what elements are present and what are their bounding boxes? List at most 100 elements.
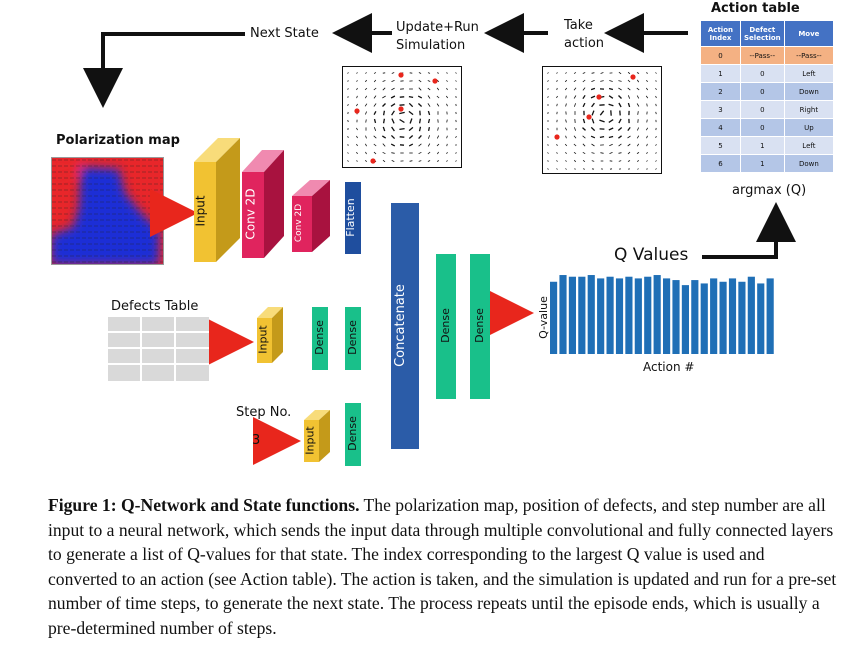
polarization-map-image [51, 157, 164, 265]
conv2d-2-block [292, 180, 330, 252]
conv2-label: Conv 2D [294, 203, 305, 243]
input-map-label: Input [193, 195, 208, 227]
q-value-bar [728, 278, 737, 354]
table-cell: 0 [739, 82, 785, 101]
dense-defects-2-block [345, 307, 361, 370]
dense-s-label: Dense [345, 416, 359, 451]
action-index-header: Action Index [700, 20, 741, 47]
table-cell: 1 [739, 136, 785, 155]
input-step-label: Input [303, 426, 317, 455]
dense-d1-label: Dense [312, 320, 326, 355]
q-value-bar [710, 278, 718, 354]
action-table-title: Action table [711, 1, 800, 16]
table-row: 0--Pass----Pass-- [700, 46, 835, 65]
defects-table-title: Defects Table [111, 299, 199, 314]
dense-defects-1-block [312, 307, 328, 370]
table-cell: Down [783, 154, 835, 173]
update-run-label-1: Update+Run [396, 20, 479, 35]
dense-concat-1-block [436, 254, 456, 399]
q-value-bar [634, 278, 642, 354]
caption-bold: Figure 1: Q-Network and State functions. [48, 495, 360, 515]
next-state-label: Next State [250, 26, 319, 41]
table-cell: 2 [700, 82, 741, 101]
table-cell: Down [783, 82, 835, 101]
q-value-bar [719, 281, 727, 354]
q-value-bar [672, 280, 680, 354]
simulation-field-panel [342, 66, 462, 168]
concatenate-block [391, 203, 419, 449]
input-defects-block [257, 307, 283, 363]
dense-c2-label: Dense [472, 308, 486, 343]
figure-caption: Figure 1: Q-Network and State functions.… [48, 493, 838, 641]
take-action-label-2: action [564, 36, 605, 51]
take-action-label-1: Take [564, 18, 593, 33]
q-value-bar [691, 280, 699, 354]
q-values-title: Q Values [614, 245, 689, 265]
polarization-map-title: Polarization map [56, 133, 180, 148]
q-value-bar [606, 276, 614, 354]
table-cell: 4 [700, 118, 741, 137]
q-value-bar [568, 276, 576, 354]
action-table: Action Index Defect Selection Move 0--Pa… [700, 20, 835, 173]
q-value-bar [597, 278, 605, 354]
step-no-label: Step No. [236, 405, 292, 420]
dense-step-block [345, 403, 361, 466]
defect-selection-header: Defect Selection [739, 20, 785, 47]
table-cell: 6 [700, 154, 741, 173]
table-cell: 1 [739, 154, 785, 173]
q-value-bar [681, 285, 689, 354]
table-cell: 3 [700, 100, 741, 119]
q-value-bar [747, 276, 755, 354]
table-cell: 0 [739, 100, 785, 119]
q-value-bar [653, 275, 661, 354]
q-value-bar [615, 278, 624, 354]
next-state-arrow [83, 32, 245, 108]
table-cell: 0 [739, 64, 785, 83]
q-value-bar [578, 276, 586, 354]
table-cell: --Pass-- [783, 46, 835, 65]
action-field-panel [542, 66, 662, 174]
table-cell: 0 [700, 46, 741, 65]
step-value: 3 [252, 433, 261, 448]
input-map-block [194, 138, 240, 262]
table-cell: Left [783, 64, 835, 83]
q-value-bar [550, 281, 558, 354]
dense-concat-2-block [470, 254, 490, 399]
q-to-argmax-arrow [702, 202, 796, 259]
dense-d2-label: Dense [345, 320, 359, 355]
vector-field-image [547, 71, 657, 170]
q-value-bar [587, 275, 595, 354]
concat-label: Concatenate [392, 284, 408, 367]
defects-table-grid [108, 317, 209, 381]
vector-field-image [347, 72, 457, 164]
q-value-bar [757, 283, 765, 354]
flatten-block [345, 182, 361, 254]
q-value-bar [625, 276, 633, 354]
q-value-bar [644, 276, 652, 354]
conv2d-1-block [242, 150, 284, 258]
input-defects-label: Input [256, 325, 270, 354]
argmax-label: argmax (Q) [732, 183, 807, 198]
action-axis-label: Action # [643, 360, 695, 374]
q-value-bar [559, 275, 567, 354]
q-values-chart [550, 275, 774, 354]
q-value-bar [663, 278, 671, 354]
q-value-bar [738, 281, 746, 354]
caption-text: The polarization map, position of defect… [48, 495, 837, 638]
q-value-bar [766, 278, 774, 354]
q-value-bar [700, 283, 708, 354]
conv1-label: Conv 2D [243, 188, 258, 240]
update-run-label-2: Simulation [396, 38, 466, 53]
dense-c1-label: Dense [438, 308, 452, 343]
q-axis-label: Q-value [536, 296, 550, 339]
input-step-block [304, 410, 330, 462]
flatten-label: Flatten [343, 198, 357, 237]
table-cell: Left [783, 136, 835, 155]
